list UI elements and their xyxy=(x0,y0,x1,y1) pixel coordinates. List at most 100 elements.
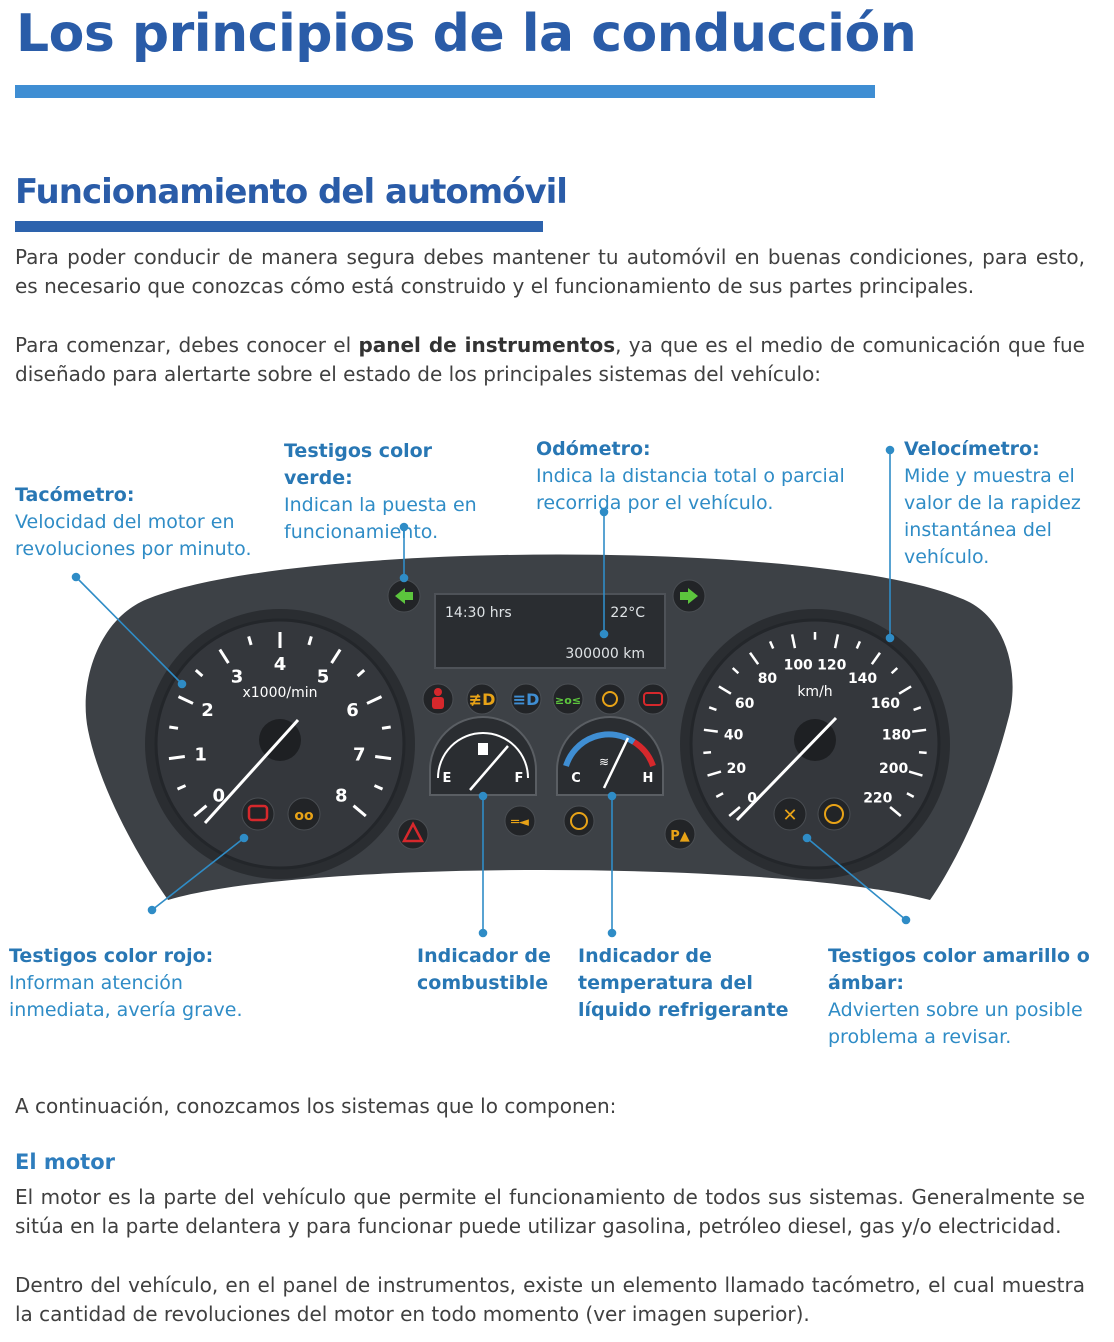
label-odometro: Odómetro:Indica la distancia total o par… xyxy=(536,438,845,514)
speedometer-label: 140 xyxy=(848,671,877,687)
speedometer-tick xyxy=(855,640,862,649)
tachometer-label: 4 xyxy=(274,654,287,675)
speedometer-label: 100 xyxy=(784,658,813,674)
speedometer-tick xyxy=(912,728,927,733)
sun-icon xyxy=(602,691,618,707)
tpms-warning-icon xyxy=(247,804,269,822)
speedometer-tick xyxy=(913,706,922,712)
door-open-icon xyxy=(643,692,663,706)
speedometer-label: 180 xyxy=(882,728,911,744)
wrench-icon: ✕ xyxy=(782,805,797,826)
tachometer-tick xyxy=(176,784,187,791)
tachometer-needle xyxy=(203,718,300,825)
speedometer-tick xyxy=(749,652,760,665)
tachometer-tick xyxy=(247,636,253,646)
svg-text:E: E xyxy=(443,771,452,786)
tachometer-tick xyxy=(307,636,313,646)
speedometer-tick xyxy=(768,640,775,649)
speedometer-label: 80 xyxy=(758,671,778,687)
label-temperatura: Indicador de temperatura del líquido ref… xyxy=(578,945,789,1021)
speedometer-tick xyxy=(703,728,718,733)
speedometer-tick xyxy=(906,792,915,798)
tachometer-tick xyxy=(218,648,230,664)
fog-light-icon: ≢D xyxy=(469,690,496,709)
high-beam-icon: ≡D xyxy=(513,690,540,709)
fuel-gauge: E F xyxy=(429,716,537,796)
tachometer-label: 3 xyxy=(231,667,244,688)
tachometer-tick xyxy=(194,669,204,678)
abs-warning-icon xyxy=(824,804,844,824)
speedometer-label: 60 xyxy=(735,696,755,712)
speedometer-tick xyxy=(918,751,927,755)
seatbelt-icon xyxy=(434,688,442,696)
thermometer-icon: ≋ xyxy=(599,755,609,769)
label-velocimetro: Velocímetro:Mide y muestra el valor de l… xyxy=(904,438,1081,568)
warning-lights-row: ≢D ≡D ≥o≤ xyxy=(422,683,669,715)
tachometer-tick xyxy=(356,669,366,678)
speedometer-tick xyxy=(889,806,902,817)
motor-paragraph-1: El motor es la parte del vehículo que pe… xyxy=(15,1185,1085,1238)
speedometer-tick xyxy=(790,634,797,649)
speedometer-tick xyxy=(898,685,912,695)
section-underline xyxy=(15,221,543,232)
parking-assist-icon: P▲ xyxy=(670,829,690,844)
tachometer-label: 7 xyxy=(353,744,366,765)
speedometer-label: 20 xyxy=(727,761,747,777)
tachometer-tick xyxy=(381,725,391,730)
tachometer-tick xyxy=(193,804,208,818)
label-testigos-amarillo: Testigos color amarillo o ámbar:Advierte… xyxy=(828,945,1090,1048)
speedometer-label: 220 xyxy=(863,791,892,807)
speedometer-tick xyxy=(703,751,712,755)
speedometer-label: 120 xyxy=(817,658,846,674)
hazard-icon xyxy=(401,821,425,843)
intro-paragraph-1: Para poder conducir de manera segura deb… xyxy=(15,245,1085,298)
tachometer-tick xyxy=(366,695,383,705)
label-testigos-verde: Testigos color verde:Indican la puesta e… xyxy=(284,440,477,543)
bold-term: panel de instrumentos xyxy=(358,333,616,357)
speedometer-label: 0 xyxy=(747,791,757,807)
tachometer-label: 5 xyxy=(317,667,330,688)
tachometer-label: 6 xyxy=(346,700,359,721)
motor-heading: El motor xyxy=(15,1150,115,1174)
speedometer-tick xyxy=(715,792,724,798)
speedometer-tick xyxy=(718,685,732,695)
exhaust-icon: ═◄ xyxy=(510,815,529,830)
tachometer-label: 0 xyxy=(212,785,225,806)
tachometer-tick xyxy=(169,725,179,730)
title-underline xyxy=(15,85,875,98)
speedometer-tick xyxy=(870,652,881,665)
coolant-gauge: C H ≋ xyxy=(556,716,664,796)
tachometer-tick xyxy=(352,804,367,818)
page-title: Los principios de la conducción xyxy=(16,4,917,64)
display-odometer: 300000 km xyxy=(565,646,645,662)
position-lights-icon: ≥o≤ xyxy=(555,694,581,707)
label-tacometro: Tacómetro:Velocidad del motor en revoluc… xyxy=(15,484,252,560)
speedometer-tick xyxy=(707,770,722,777)
speedometer-unit: km/h xyxy=(797,684,832,700)
brake-warning-icon xyxy=(570,812,588,830)
display-temperature: 22°C xyxy=(610,605,645,621)
speedometer-tick xyxy=(908,770,923,777)
svg-text:C: C xyxy=(571,771,581,786)
tachometer-tick xyxy=(373,784,384,791)
display-time: 14:30 hrs xyxy=(445,605,512,621)
speedometer-label: 160 xyxy=(871,696,900,712)
speedometer-label: 200 xyxy=(879,761,908,777)
speedometer-needle xyxy=(735,716,838,822)
tachometer-tick xyxy=(330,648,342,664)
speedometer-tick xyxy=(890,667,899,675)
continue-paragraph: A continuación, conozcamos los sistemas … xyxy=(15,1094,617,1118)
left-turn-signal-icon xyxy=(395,588,413,604)
intro-paragraph-2: Para comenzar, debes conocer el panel de… xyxy=(15,333,1085,386)
tachometer-tick xyxy=(168,755,186,761)
speedometer-label: 40 xyxy=(724,728,744,744)
speedometer-tick xyxy=(731,667,740,675)
speedometer-tick xyxy=(833,634,840,649)
fuel-pump-icon xyxy=(478,743,488,755)
tachometer-label: 8 xyxy=(335,785,348,806)
section-title: Funcionamiento del automóvil xyxy=(15,172,568,212)
tachometer-label: 2 xyxy=(201,700,214,721)
